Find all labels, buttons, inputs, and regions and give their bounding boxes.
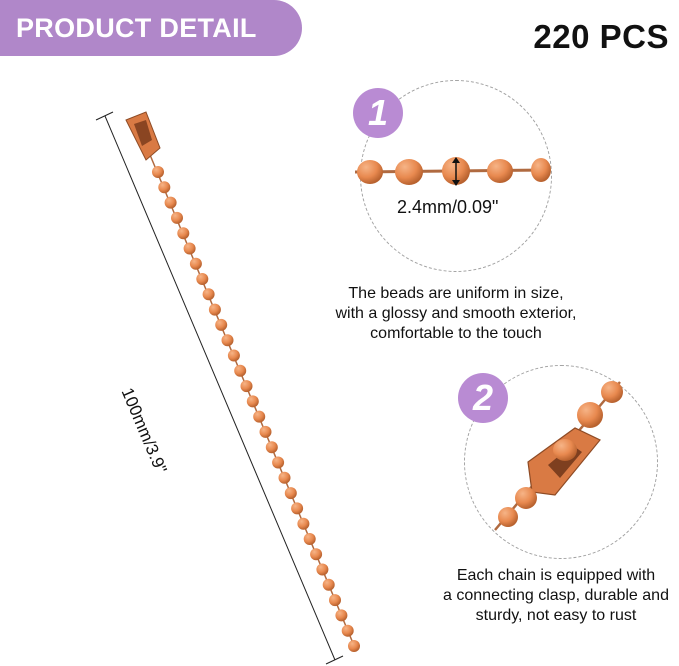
feature1-caption: The beads are uniform in size, with a gl…: [335, 285, 577, 342]
chain-bead: [322, 578, 335, 591]
bead-diameter-label: 2.4mm/0.09": [397, 197, 499, 217]
chain-bead: [234, 364, 247, 377]
chain-bead: [253, 410, 266, 423]
chain-bead: [272, 456, 285, 469]
dimension-line: [104, 115, 336, 661]
chain-bead: [171, 211, 183, 224]
chain-bead: [158, 181, 171, 194]
chain-beads: [152, 166, 360, 652]
chain-bead: [310, 548, 323, 561]
chain-bead: [183, 242, 196, 255]
chain-bead: [208, 303, 221, 316]
product-detail-banner: PRODUCT DETAIL: [0, 0, 302, 56]
chain-bead: [291, 502, 304, 515]
chain-bead: [348, 640, 360, 652]
chain-bead: [164, 196, 177, 209]
chain-bead: [196, 273, 209, 285]
chain-bead: [284, 487, 297, 500]
chain-bead: [246, 395, 259, 408]
chain-bead: [297, 517, 310, 530]
chain-bead: [221, 334, 234, 347]
chain-bead: [278, 471, 291, 484]
feature2-caption: Each chain is equipped with a connecting…: [443, 567, 669, 624]
chain-bead: [259, 425, 272, 438]
feature1-badge: 1: [353, 88, 403, 138]
chain-bead: [177, 227, 190, 240]
banner-title: PRODUCT DETAIL: [16, 12, 257, 43]
chain-bead: [329, 594, 341, 607]
chain-bead: [303, 533, 316, 545]
chain-bead: [316, 563, 329, 576]
piece-count: 220 PCS: [533, 18, 669, 55]
chain-bead: [341, 624, 354, 637]
feature2-circle: [464, 365, 658, 559]
chain-bead: [202, 288, 215, 301]
chain-bead: [240, 380, 253, 393]
chain-bead: [227, 349, 240, 362]
chain-bead: [152, 166, 164, 178]
clasp: [125, 111, 161, 161]
chain-bead: [335, 609, 348, 622]
chain-bead: [215, 318, 228, 331]
feature2-badge: 2: [458, 373, 508, 423]
chain-bead: [189, 257, 202, 270]
chain-bead: [265, 441, 278, 454]
